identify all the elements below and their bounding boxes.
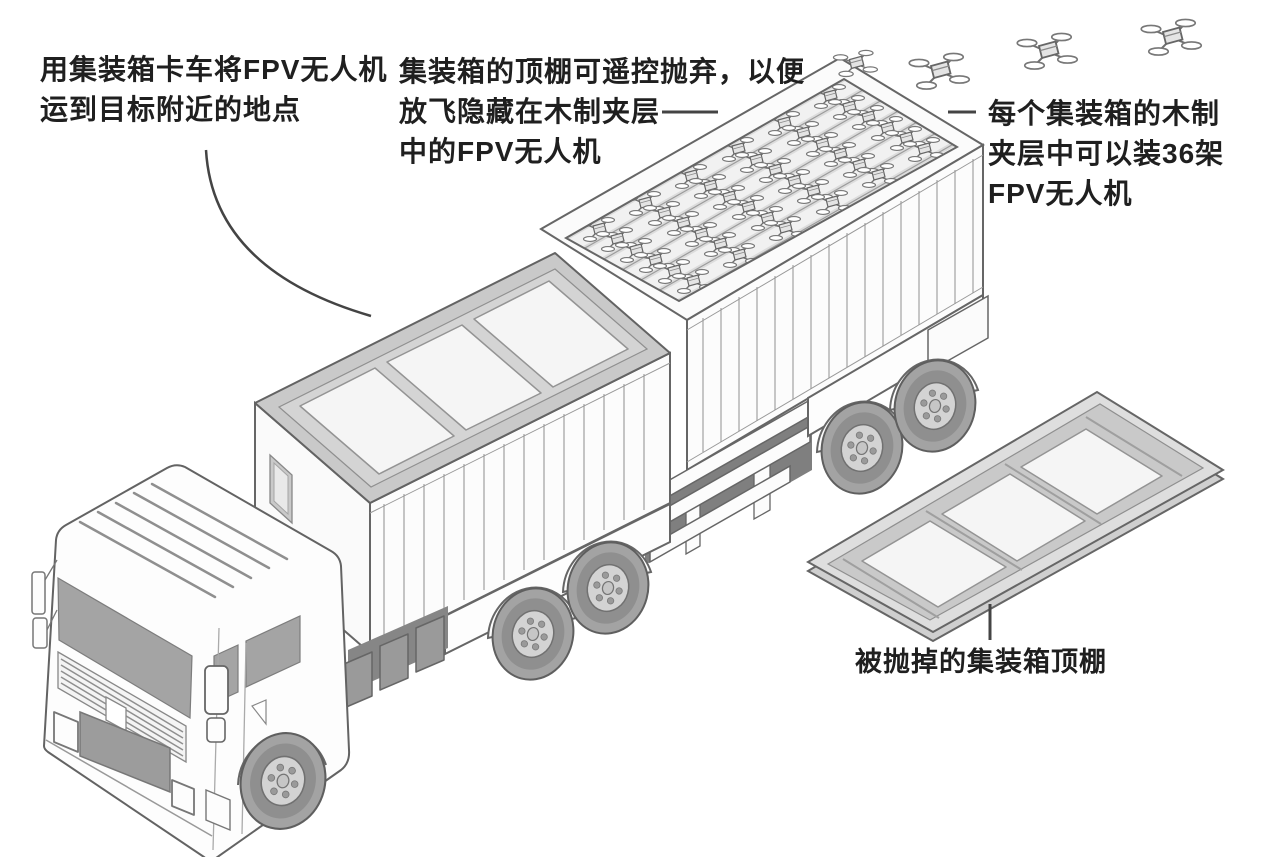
leader-arc [204, 149, 372, 318]
mirror [206, 717, 226, 743]
mirror [32, 617, 48, 649]
cab-step [205, 788, 231, 832]
rear-wheels [810, 350, 987, 504]
roof-panel [941, 473, 1086, 562]
discarded-roof-panel [805, 390, 1225, 643]
windshield [57, 576, 193, 720]
truck-chassis [644, 293, 989, 565]
roof-panel [473, 280, 629, 388]
sky-drones [908, 18, 1203, 91]
middle-wheels [481, 532, 660, 690]
closed-container [254, 252, 671, 656]
flying-drone-icon [1016, 32, 1079, 71]
door-vent [251, 699, 267, 726]
roof-panel [299, 367, 455, 475]
caption-transport: 用集装箱卡车将FPV无人机 运到目标附近的地点 [40, 54, 388, 125]
headlight [171, 779, 195, 816]
roof-panel [386, 324, 542, 431]
mirror [31, 571, 46, 615]
corrugation [702, 159, 974, 452]
truck-cab [31, 464, 351, 857]
roof-panel [861, 520, 1007, 608]
caption-discarded-roof: 被抛掉的集装箱顶棚 [855, 647, 1107, 677]
flying-drone-icon [1140, 18, 1203, 57]
caption-roof-release: 集装箱的顶棚可遥控抛弃，以便 放飞隐藏在木制夹层 中的FPV无人机 [399, 56, 806, 167]
headlight [53, 711, 79, 753]
corrugation [383, 374, 645, 640]
open-top-container [539, 49, 985, 472]
mirror [204, 665, 229, 715]
roof-ribs [78, 482, 289, 599]
caption-capacity: 每个集装箱的木制 夹层中可以装36架 FPV无人机 [988, 98, 1225, 209]
roof-panel [1020, 428, 1163, 515]
leader-lines [204, 110, 992, 640]
flying-drone-icon [908, 52, 971, 91]
lower-intake [79, 710, 171, 794]
